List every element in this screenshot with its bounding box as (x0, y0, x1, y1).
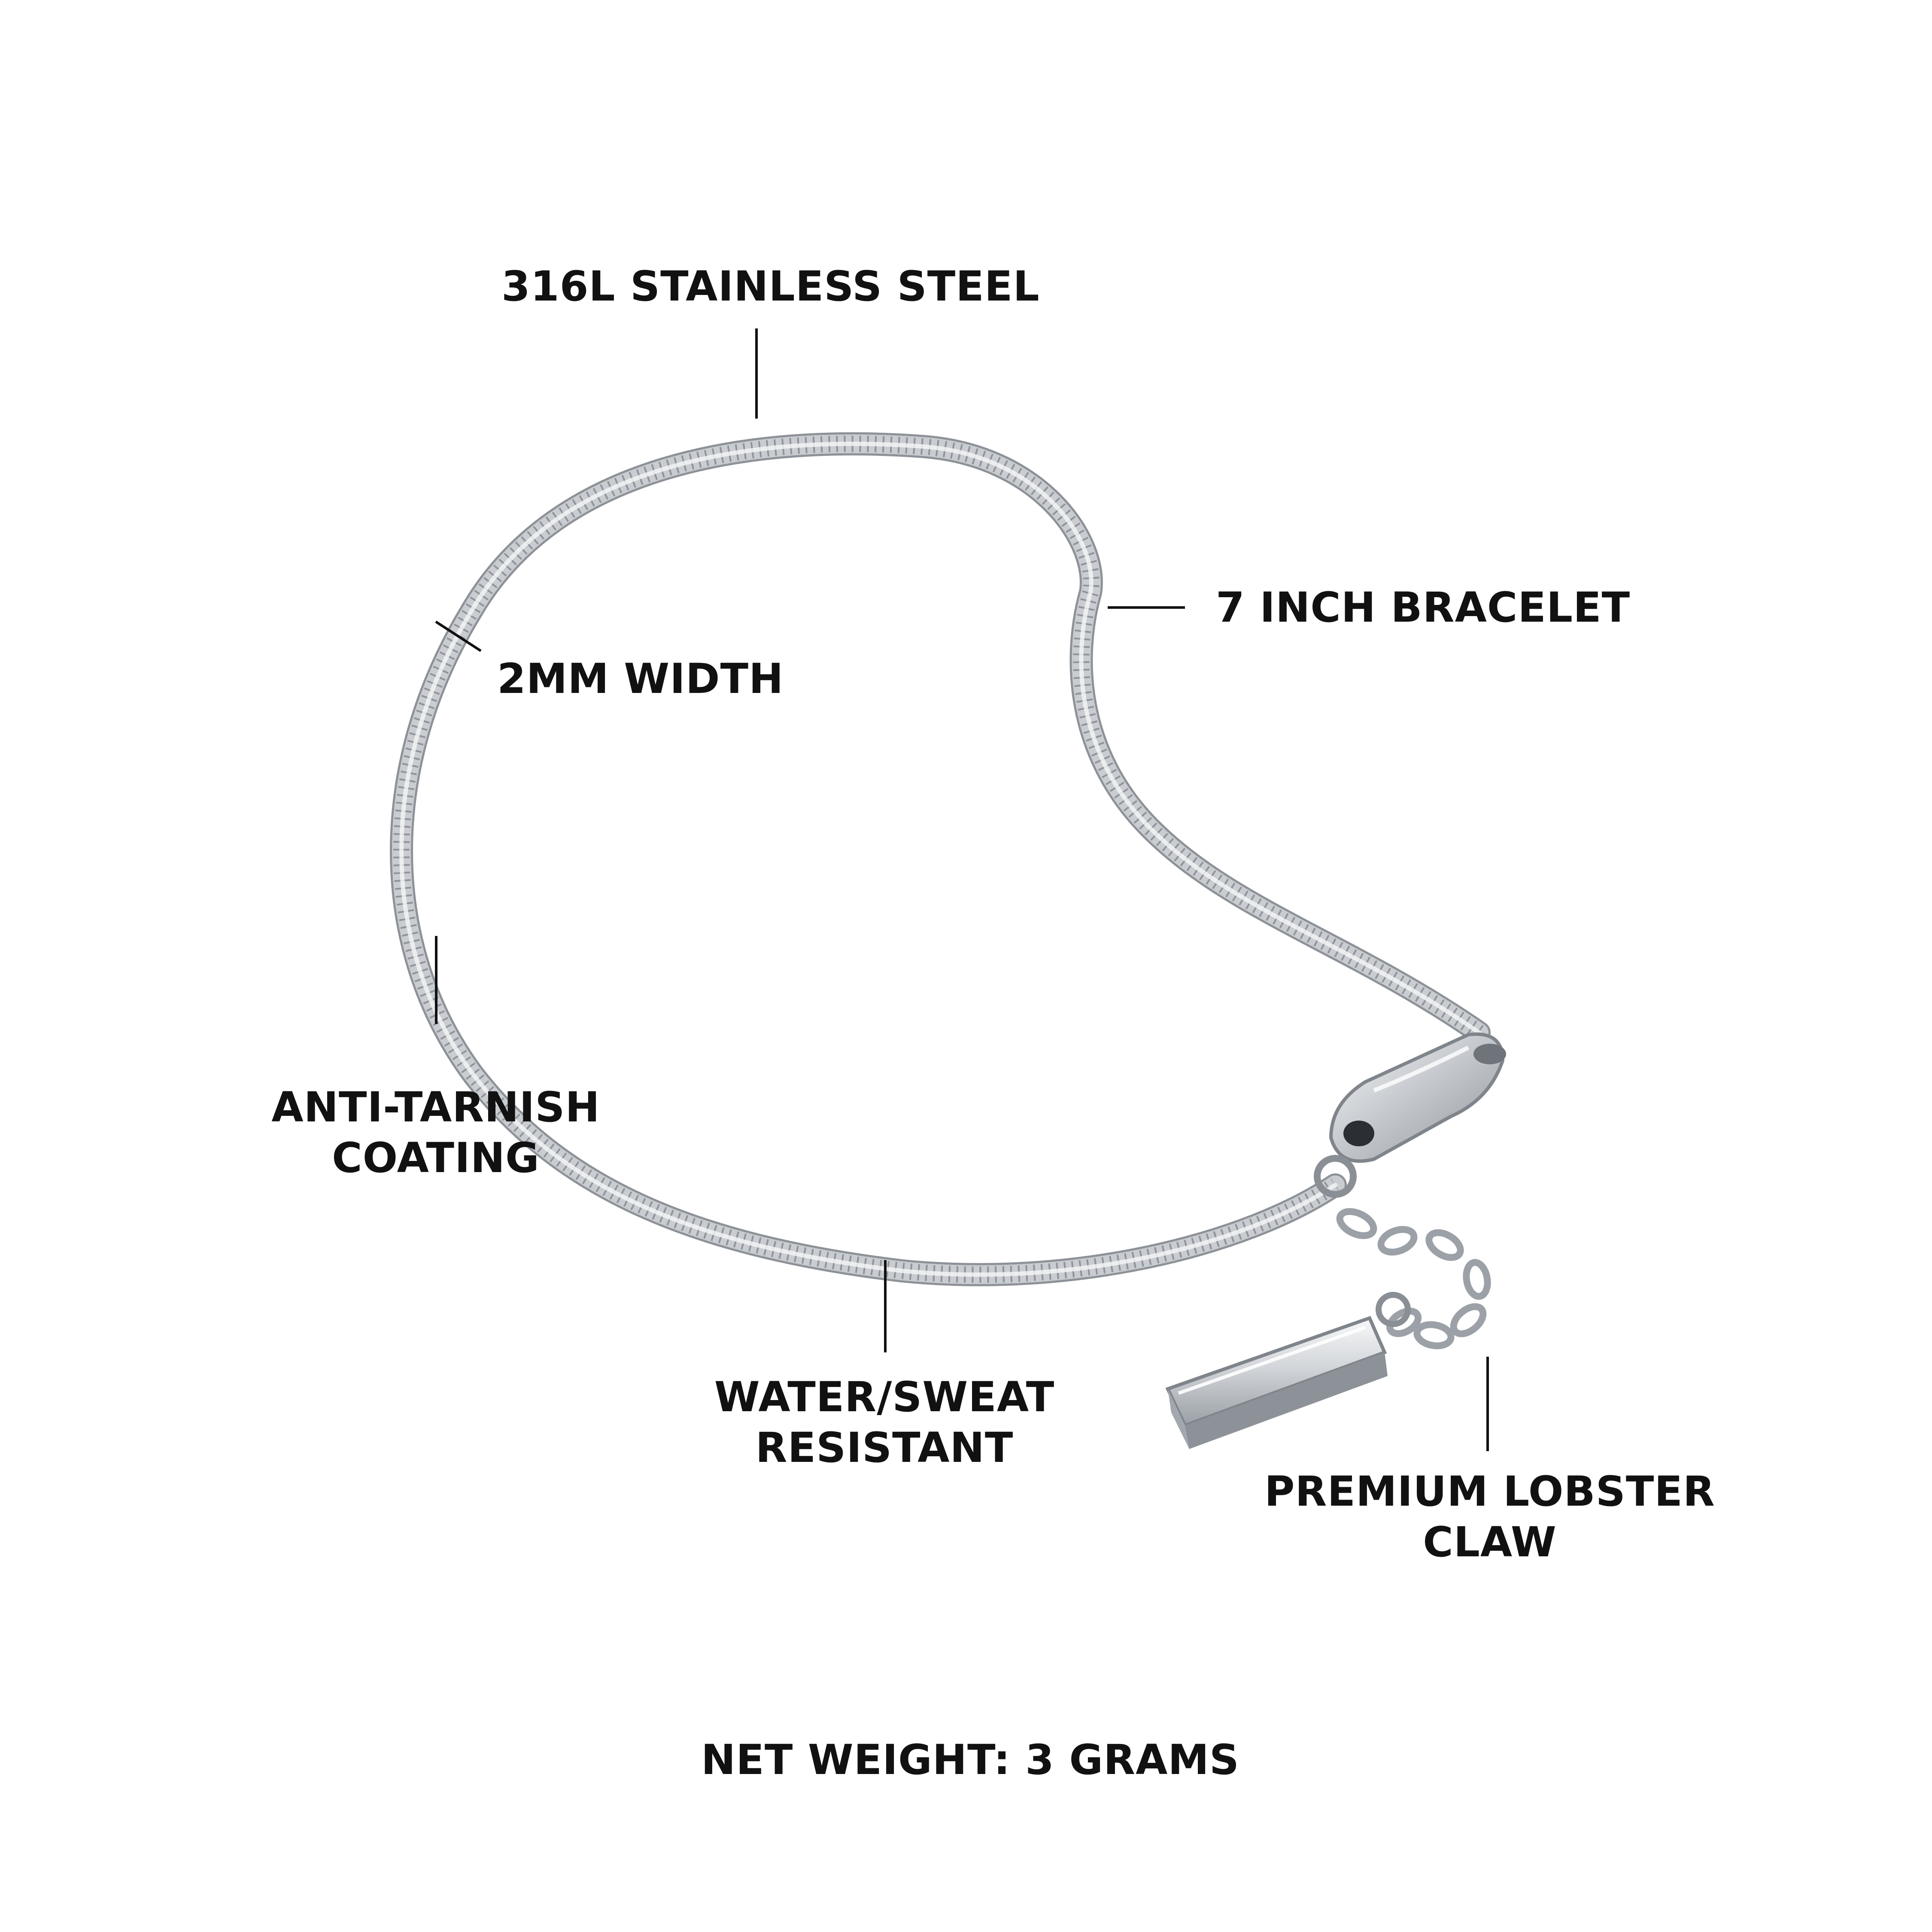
coating-label: ANTI-TARNISH COATING (266, 1082, 605, 1183)
resistance-label: WATER/SWEAT RESISTANT (696, 1372, 1073, 1473)
lobster-claw-clasp-icon (1329, 1032, 1506, 1163)
clasp-line-1: PREMIUM LOBSTER (1264, 1467, 1715, 1516)
clasp-line-2: CLAW (1423, 1518, 1557, 1566)
snake-chain (390, 432, 1491, 1286)
bar-tag-icon (1165, 1292, 1411, 1449)
resistance-line-2: RESISTANT (755, 1424, 1014, 1472)
leader-width (435, 620, 482, 652)
length-label: 7 INCH BRACELET (1216, 583, 1631, 632)
net-weight-label: NET WEIGHT: 3 GRAMS (701, 1736, 1240, 1784)
width-label: 2MM WIDTH (497, 655, 784, 703)
coating-line-2: COATING (332, 1134, 540, 1182)
material-label: 316L STAINLESS STEEL (501, 262, 1040, 310)
resistance-line-1: WATER/SWEAT (714, 1373, 1055, 1421)
clasp-label: PREMIUM LOBSTER CLAW (1249, 1466, 1730, 1567)
leader-lines (435, 328, 1489, 1451)
coating-line-1: ANTI-TARNISH (271, 1083, 600, 1131)
extender-chain (1314, 1155, 1491, 1349)
